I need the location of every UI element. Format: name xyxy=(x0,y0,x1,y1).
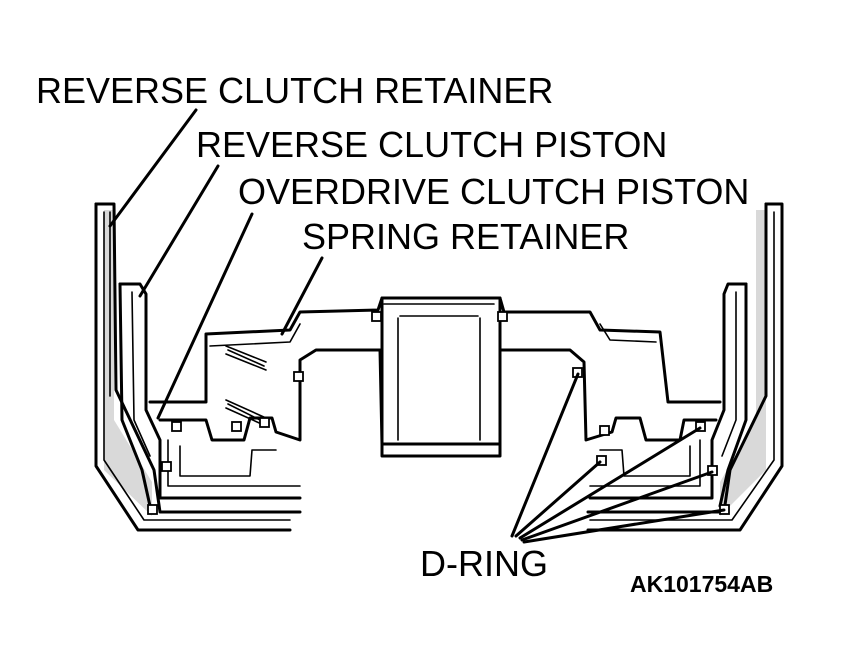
d-ring-seal xyxy=(161,461,172,472)
overdrive-clutch-piston-shape xyxy=(148,296,722,487)
d-ring-seal xyxy=(171,421,182,432)
leader-d-ring xyxy=(518,426,702,540)
d-ring-seal xyxy=(371,311,382,322)
leader-spring-retainer xyxy=(280,256,324,336)
label-d-ring: D-RING xyxy=(420,543,548,584)
center-hub-shape xyxy=(380,296,502,458)
leader-lines xyxy=(108,108,726,544)
d-ring-seal xyxy=(707,465,718,476)
leader-d-ring xyxy=(520,470,714,542)
d-ring-seal xyxy=(497,311,508,322)
reverse-clutch-piston-shape xyxy=(118,282,748,508)
d-ring-seal xyxy=(596,455,607,466)
label-overdrive-clutch-piston: OVERDRIVE CLUTCH PISTON xyxy=(238,171,749,212)
leader-overdrive-clutch-piston xyxy=(156,212,254,420)
leader-d-ring xyxy=(514,460,602,538)
label-reverse-clutch-retainer: REVERSE CLUTCH RETAINER xyxy=(36,70,553,111)
leader-reverse-clutch-piston xyxy=(138,164,220,298)
label-reverse-clutch-piston: REVERSE CLUTCH PISTON xyxy=(196,124,667,165)
label-spring-retainer: SPRING RETAINER xyxy=(302,216,629,257)
d-ring-seals xyxy=(147,311,730,515)
d-ring-seal xyxy=(231,421,242,432)
d-ring-seal xyxy=(695,421,706,432)
leader-d-ring xyxy=(522,508,726,544)
d-ring-seal xyxy=(259,417,270,428)
reference-code: AK101754AB xyxy=(630,571,773,597)
leader-reverse-clutch-retainer xyxy=(108,108,198,228)
leader-d-ring xyxy=(510,372,580,538)
d-ring-seal xyxy=(293,371,304,382)
reverse-clutch-retainer-shape xyxy=(94,202,784,532)
d-ring-seal xyxy=(147,504,158,515)
d-ring-seal xyxy=(599,425,610,436)
